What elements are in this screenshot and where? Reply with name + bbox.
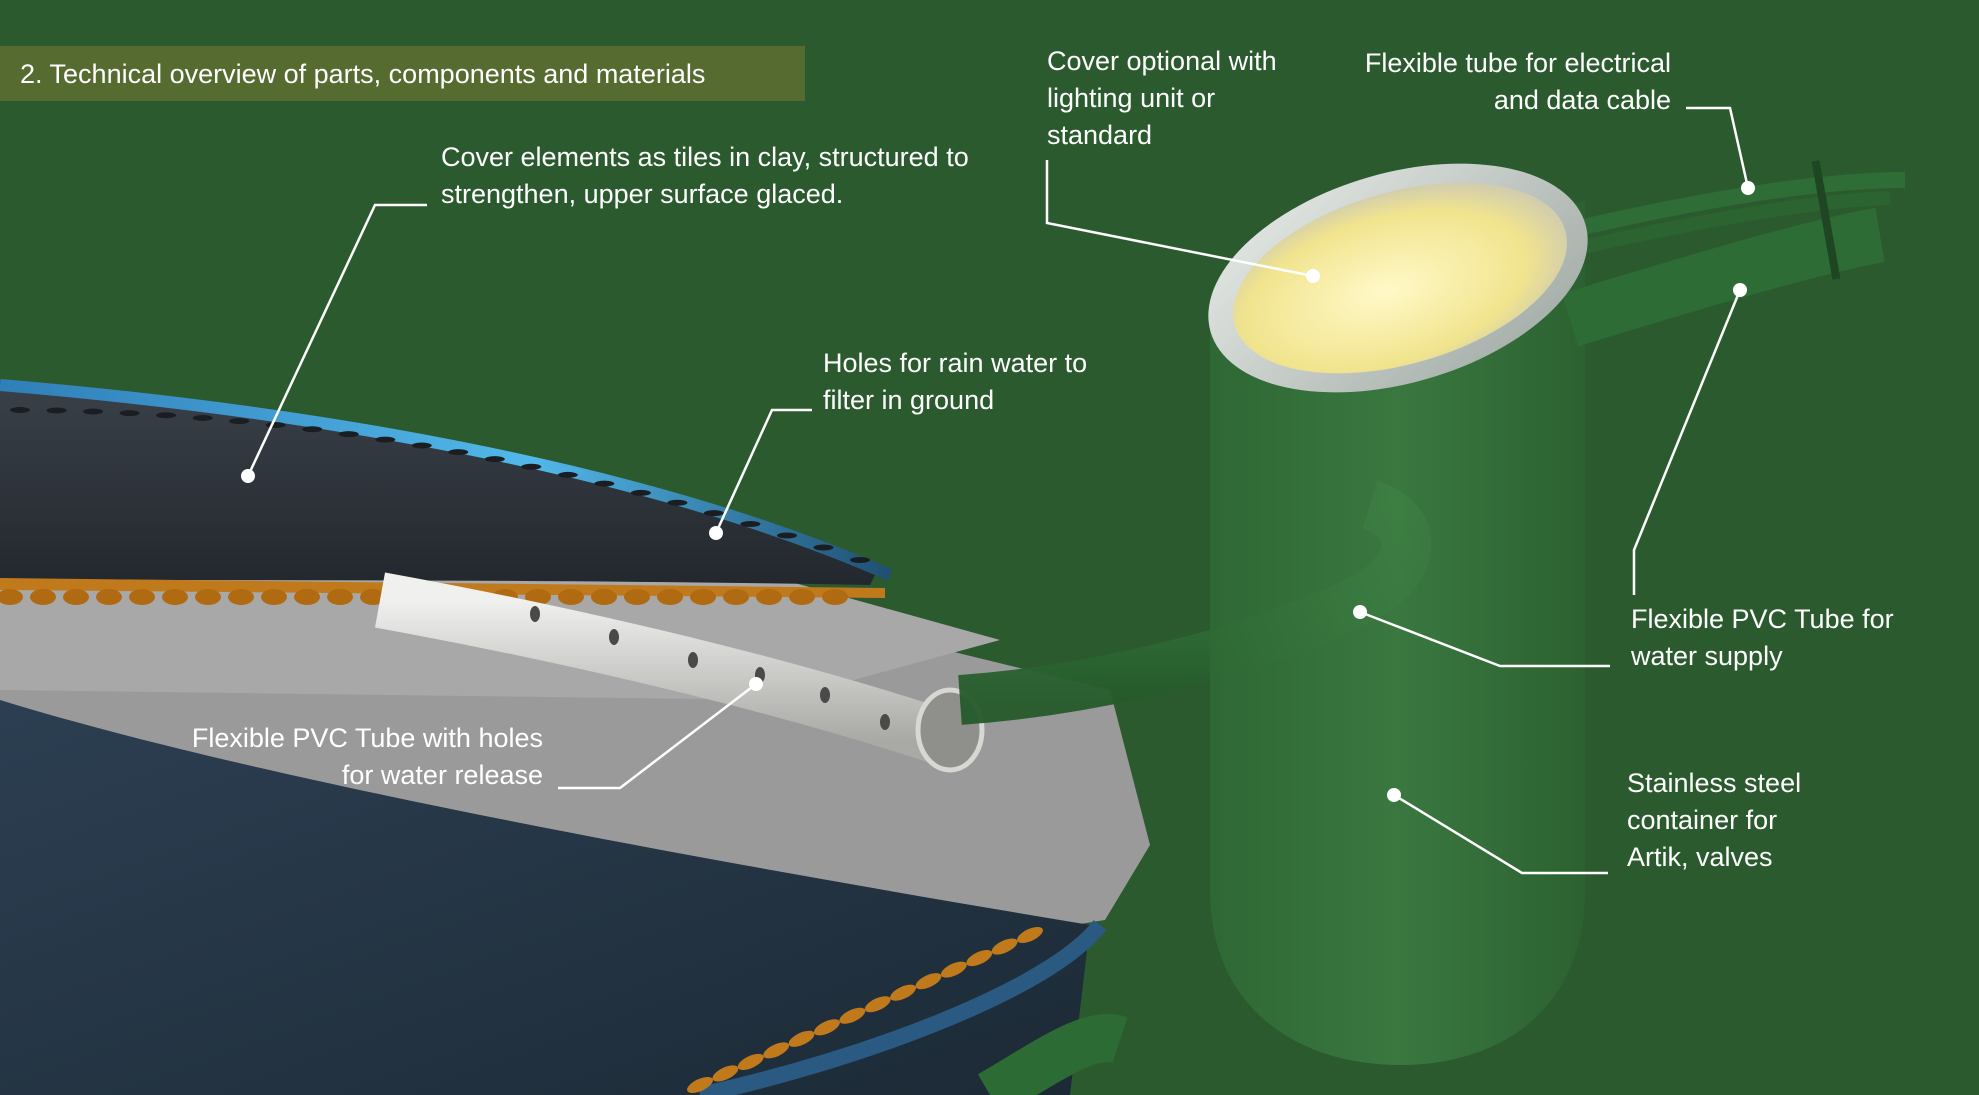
clay-tooth xyxy=(624,589,650,605)
clay-tooth xyxy=(327,589,353,605)
label-cover-optional: Cover optional with lighting unit or sta… xyxy=(1047,43,1277,154)
clay-tooth xyxy=(261,589,287,605)
drain-hole xyxy=(631,490,651,496)
drain-hole xyxy=(704,510,724,516)
drain-hole xyxy=(375,437,395,443)
section-title: 2. Technical overview of parts, componen… xyxy=(20,59,705,89)
leader-pvc-water xyxy=(1634,290,1740,595)
drain-hole xyxy=(10,407,30,413)
marker-pvc-water xyxy=(1733,283,1747,297)
marker-cover-optional xyxy=(1306,269,1320,283)
drain-hole xyxy=(521,464,541,470)
drain-hole xyxy=(47,407,67,413)
drain-hole xyxy=(156,412,176,418)
drain-hole xyxy=(302,426,322,432)
label-line: Flexible PVC Tube with holes xyxy=(150,720,543,757)
clay-tooth xyxy=(162,589,188,605)
label-line: Flexible PVC Tube for xyxy=(1631,601,1894,638)
marker-cover-elements xyxy=(241,469,255,483)
section-title-bar: 2. Technical overview of parts, componen… xyxy=(0,46,805,101)
pvc-hole xyxy=(530,606,540,622)
label-line: Cover optional with xyxy=(1047,43,1277,80)
marker-water-supply xyxy=(1353,605,1367,619)
drain-hole xyxy=(594,481,614,487)
pvc-hole xyxy=(820,687,830,703)
drain-hole xyxy=(813,544,833,550)
clay-tooth xyxy=(789,589,815,605)
label-line: Holes for rain water to xyxy=(823,345,1087,382)
clay-tooth xyxy=(690,589,716,605)
label-steel-container: Stainless steel container for Artik, val… xyxy=(1627,765,1801,876)
drain-hole xyxy=(850,557,870,563)
drain-hole xyxy=(229,418,249,424)
drain-hole xyxy=(740,521,760,527)
clay-tooth xyxy=(756,589,782,605)
pvc-hole xyxy=(609,629,619,645)
label-line: Stainless steel xyxy=(1627,765,1801,802)
clay-tooth xyxy=(228,589,254,605)
drain-hole xyxy=(266,422,286,428)
marker-steel-container xyxy=(1387,788,1401,802)
label-line: water supply xyxy=(1631,638,1894,675)
drain-hole xyxy=(412,443,432,449)
label-line: and data cable xyxy=(1300,82,1671,119)
drain-hole xyxy=(339,431,359,437)
pvc-hole xyxy=(880,714,890,730)
drain-hole xyxy=(558,472,578,478)
label-line: container for xyxy=(1627,802,1801,839)
label-line: Artik, valves xyxy=(1627,839,1801,876)
label-line: standard xyxy=(1047,117,1277,154)
clay-tooth xyxy=(30,589,56,605)
label-pvc-water: Flexible PVC Tube for water supply xyxy=(1631,601,1894,675)
marker-flex-electrical xyxy=(1741,181,1755,195)
clay-tooth xyxy=(63,589,89,605)
drain-hole xyxy=(83,409,103,415)
label-flex-electrical: Flexible tube for electrical and data ca… xyxy=(1300,45,1671,119)
clay-tooth xyxy=(723,589,749,605)
label-line: lighting unit or xyxy=(1047,80,1277,117)
label-line: filter in ground xyxy=(823,382,1087,419)
clay-tooth xyxy=(558,589,584,605)
label-line: for water release xyxy=(150,757,543,794)
clay-tooth xyxy=(822,589,848,605)
clay-tooth xyxy=(129,589,155,605)
pvc-hole xyxy=(688,652,698,668)
marker-pvc-holes xyxy=(749,677,763,691)
marker-holes-rain xyxy=(709,526,723,540)
leader-flex-electrical xyxy=(1686,108,1748,188)
label-cover-elements: Cover elements as tiles in clay, structu… xyxy=(441,139,969,213)
label-line: Cover elements as tiles in clay, structu… xyxy=(441,139,969,176)
drain-hole xyxy=(448,449,468,455)
clay-tooth xyxy=(657,589,683,605)
label-line: Flexible tube for electrical xyxy=(1300,45,1671,82)
clay-tooth xyxy=(294,589,320,605)
label-line: strengthen, upper surface glaced. xyxy=(441,176,969,213)
drain-hole xyxy=(120,410,140,416)
clay-tooth xyxy=(195,589,221,605)
label-holes-rain: Holes for rain water to filter in ground xyxy=(823,345,1087,419)
drain-hole xyxy=(667,500,687,506)
drain-hole xyxy=(193,415,213,421)
drain-hole xyxy=(485,456,505,462)
drain-hole xyxy=(777,532,797,538)
clay-tooth xyxy=(591,589,617,605)
label-pvc-holes: Flexible PVC Tube with holes for water r… xyxy=(150,720,543,794)
clay-tooth xyxy=(96,589,122,605)
